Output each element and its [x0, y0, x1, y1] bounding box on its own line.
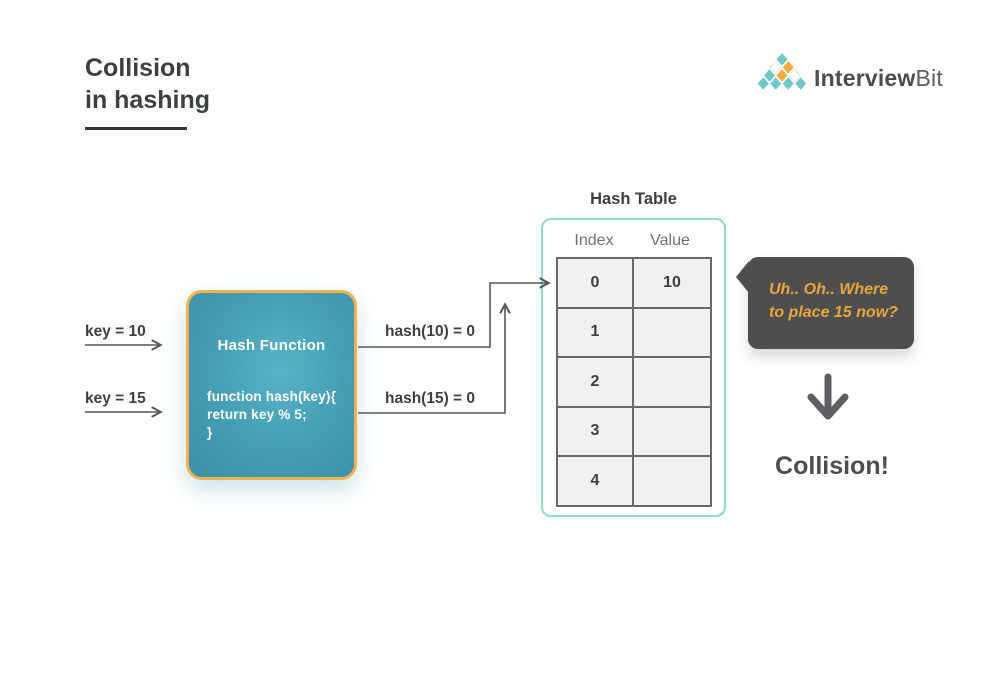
- hash-function-code: function hash(key){ return key % 5; }: [207, 388, 336, 442]
- collision-down-arrow-icon: [807, 373, 849, 420]
- index-cell: 2: [558, 358, 634, 406]
- table-row: 2: [558, 358, 710, 408]
- interviewbit-logo: InterviewBit: [757, 52, 943, 92]
- speech-bubble-line2: to place 15 now?: [769, 304, 898, 321]
- table-row: 3: [558, 407, 710, 457]
- speech-bubble-text: Uh.. Oh.. Where to place 15 now?: [769, 278, 898, 324]
- page-title: Collision in hashing: [85, 52, 210, 116]
- index-cell: 0: [558, 259, 634, 307]
- page-title-line2: in hashing: [85, 86, 210, 114]
- value-cell: [634, 308, 710, 356]
- code-line: function hash(key){: [207, 389, 337, 404]
- hash-function-box: Hash Function function hash(key){ return…: [186, 290, 357, 480]
- column-header-index: Index: [574, 232, 614, 249]
- hash-table-title: Hash Table: [590, 190, 677, 208]
- speech-bubble-tail: [736, 261, 749, 293]
- logo-brand-light: Bit: [915, 65, 943, 91]
- speech-bubble: Uh.. Oh.. Where to place 15 now?: [736, 257, 914, 349]
- value-cell: [634, 358, 710, 406]
- hash-15-result-label: hash(15) = 0: [385, 390, 476, 407]
- table-row: 0 10: [558, 259, 710, 309]
- value-cell: [634, 457, 710, 505]
- hash-10-result-label: hash(10) = 0: [385, 323, 476, 340]
- column-header-value: Value: [650, 232, 690, 249]
- index-cell: 4: [558, 457, 634, 505]
- collision-label: Collision!: [775, 452, 889, 480]
- interviewbit-logo-text: InterviewBit: [814, 65, 943, 92]
- speech-bubble-line1: Uh.. Oh.. Where: [769, 281, 889, 298]
- code-line: }: [207, 425, 213, 440]
- logo-brand-bold: Interview: [814, 65, 916, 91]
- index-cell: 3: [558, 407, 634, 455]
- hash-table-headers: Index Value: [556, 232, 708, 250]
- value-cell: 10: [634, 259, 710, 307]
- value-cell: [634, 407, 710, 455]
- page-title-line1: Collision: [85, 54, 191, 82]
- hash-table-grid: 0 10 1 2 3 4: [556, 257, 712, 507]
- code-line: return key % 5;: [207, 407, 307, 422]
- key-15-label: key = 15: [85, 390, 146, 407]
- hash-function-title: Hash Function: [217, 337, 326, 354]
- index-cell: 1: [558, 308, 634, 356]
- key-10-label: key = 10: [85, 323, 146, 340]
- interviewbit-logo-icon: [757, 53, 807, 90]
- table-row: 4: [558, 457, 710, 505]
- title-underline: [85, 127, 187, 130]
- table-row: 1: [558, 308, 710, 358]
- hash-table-container: Index Value 0 10 1 2 3 4: [541, 218, 726, 517]
